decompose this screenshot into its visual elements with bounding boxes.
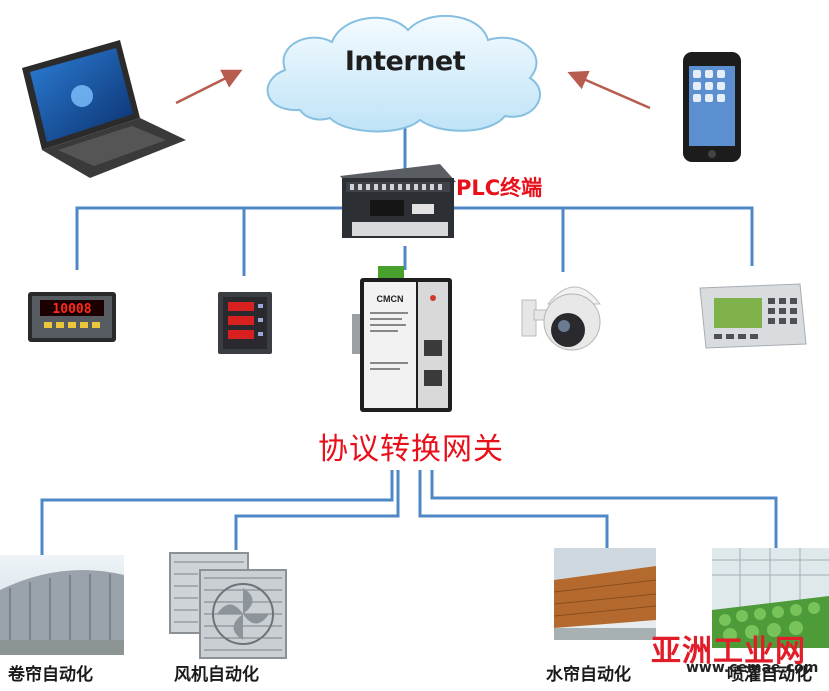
laptop-arrow xyxy=(175,69,243,105)
panel-meter-icon: 10008 xyxy=(28,292,116,342)
sprinkler-greenhouse-photo xyxy=(712,548,829,648)
subsystem-label-sprinkler: 喷灌自动化 xyxy=(727,665,812,685)
phone-arrow xyxy=(567,70,651,110)
watermark-url: www.cemae.com xyxy=(686,660,819,676)
gateway-device-icon: CMCN xyxy=(352,266,452,412)
water-curtain-photo xyxy=(553,548,657,640)
subsystem-label-fan: 风机自动化 xyxy=(174,665,259,685)
exhaust-fan-photo xyxy=(168,550,287,659)
subsystem-label-water-curtain: 水帘自动化 xyxy=(546,665,631,685)
gateway-brand: CMCN xyxy=(377,294,404,304)
weighing-terminal-icon xyxy=(699,283,807,349)
dome-camera-icon xyxy=(521,286,601,351)
power-meter-icon xyxy=(218,292,272,354)
plc-icon xyxy=(340,164,456,238)
meter-display: 10008 xyxy=(52,302,91,317)
laptop-icon xyxy=(22,40,186,178)
greenhouse-roller-photo xyxy=(0,555,124,655)
internet-label: Internet xyxy=(344,46,466,77)
watermark-title: 亚洲工业网 xyxy=(651,634,806,669)
subsystem-label-roller: 卷帘自动化 xyxy=(8,665,93,685)
cloud-icon xyxy=(266,14,541,133)
plc-label: PLC终端 xyxy=(456,176,543,200)
smartphone-icon xyxy=(683,52,741,162)
gateway-label: 协议转换网关 xyxy=(318,432,504,467)
connection-lines xyxy=(40,128,778,555)
